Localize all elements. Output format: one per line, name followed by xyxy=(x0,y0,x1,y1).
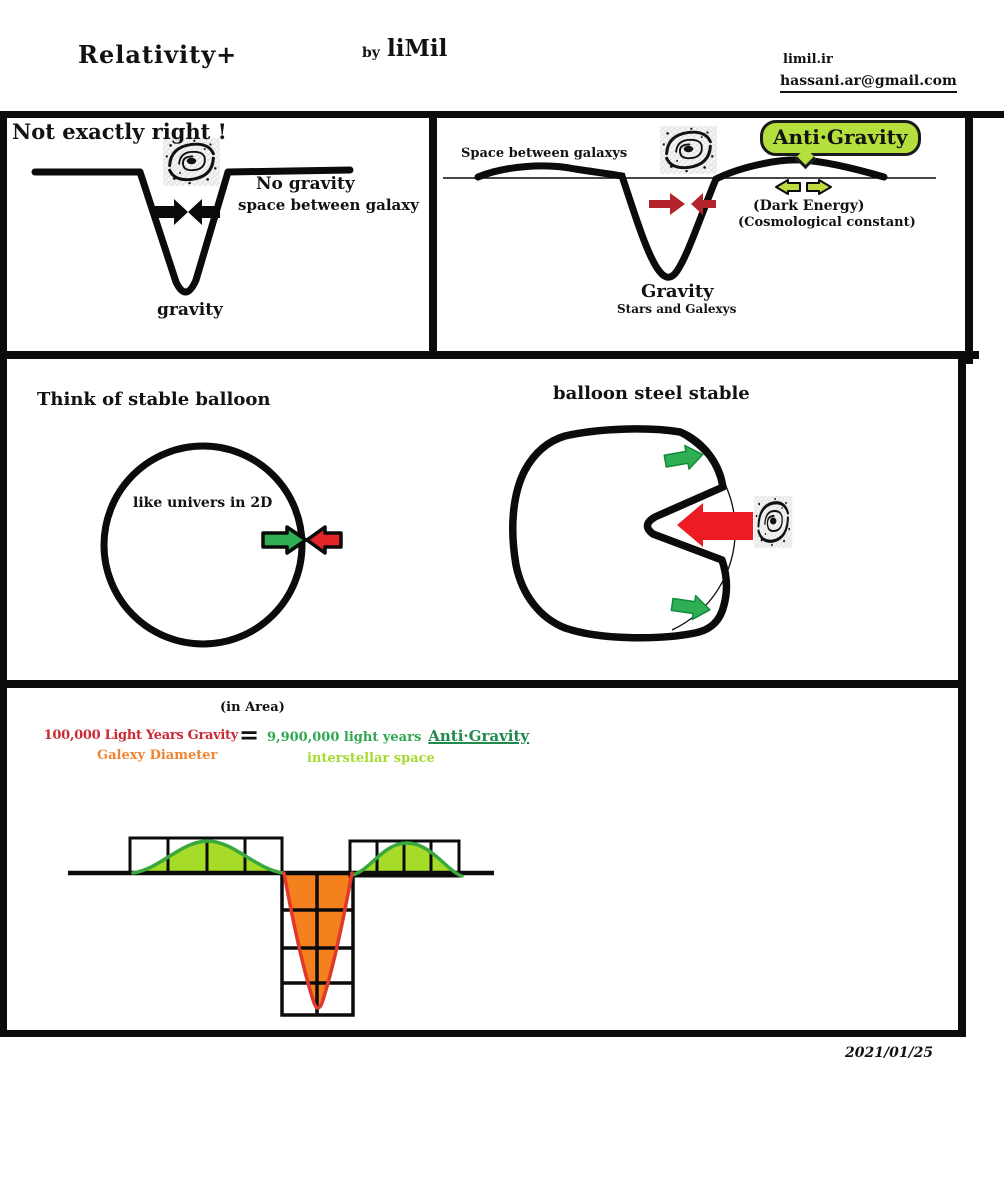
stars-and-galexys-label: Stars and Galexys xyxy=(617,302,737,316)
in-area-label: (in Area) xyxy=(220,700,285,715)
no-gravity-label: No gravity xyxy=(256,174,355,194)
page-title: Relativity+ xyxy=(78,40,238,69)
circle-label: like univers in 2D xyxy=(133,495,273,511)
bottom-panel-right-border xyxy=(958,680,966,1037)
anti-gravity-badge: Anti·Gravity xyxy=(760,120,921,156)
big-red-arrow-icon xyxy=(677,503,753,547)
dented-balloon-drawing xyxy=(509,425,731,642)
top-panel-divider xyxy=(429,111,437,359)
anti-gravity-word-label: Anti·Gravity xyxy=(428,727,530,745)
black-collapse-arrows-icon xyxy=(155,199,220,225)
stable-balloon-circle xyxy=(100,442,306,648)
middle-panel-bottom-border xyxy=(0,680,966,688)
middle-panel-right-border xyxy=(958,351,966,688)
galaxy-icon xyxy=(658,124,719,176)
galaxy-icon xyxy=(161,136,222,188)
anti-gravity-amount-label: 9,900,000 light years xyxy=(267,730,422,745)
panel1-title: Not exactly right ! xyxy=(12,119,227,144)
dark-energy-label: (Dark Energy) xyxy=(753,198,865,214)
red-collapse-arrows-icon xyxy=(649,193,716,215)
balloon-left-title: Think of stable balloon xyxy=(37,389,271,410)
space-between-galaxy-label: space between galaxy xyxy=(238,196,419,214)
gravity-well-label: Gravity xyxy=(641,281,714,302)
gravity-label: gravity xyxy=(157,300,223,320)
inward-red-arrow-icon xyxy=(305,525,343,555)
website-text: limil.ir xyxy=(783,52,833,67)
space-between-galaxys-label: Space between galaxys xyxy=(461,146,628,161)
outward-green-arrow-icon xyxy=(261,525,308,555)
galaxy-icon xyxy=(752,494,795,550)
outward-green-arrow-icon xyxy=(663,444,704,470)
green-expand-arrows-icon xyxy=(775,179,832,195)
date-label: 2021/01/25 xyxy=(845,1045,934,1061)
original-circle-outline xyxy=(669,429,736,631)
interstellar-space-label: interstellar space xyxy=(307,751,435,766)
left-frame-line xyxy=(0,111,7,1036)
equals-sign: = xyxy=(239,720,260,749)
anti-gravity-amount-row: 9,900,000 light years Anti·Gravity xyxy=(267,728,529,746)
byline-author: liMil xyxy=(387,35,448,62)
gravity-amount-label: 100,000 Light Years Gravity xyxy=(43,728,239,743)
byline-by: by xyxy=(362,45,380,61)
area-comparison-drawing xyxy=(68,836,494,1017)
top-frame-line xyxy=(0,111,1004,118)
galexy-diameter-label: Galexy Diameter xyxy=(97,748,218,763)
middle-panel-top-border xyxy=(0,351,979,359)
top-right-panel-border xyxy=(965,111,973,364)
cosmological-constant-label: (Cosmological constant) xyxy=(738,215,916,230)
balloon-right-title: balloon steel stable xyxy=(553,383,750,404)
email-text: hassani.ar@gmail.com xyxy=(780,73,957,93)
bottom-panel-bottom-border xyxy=(0,1030,966,1037)
outward-green-arrow-icon xyxy=(670,594,711,621)
